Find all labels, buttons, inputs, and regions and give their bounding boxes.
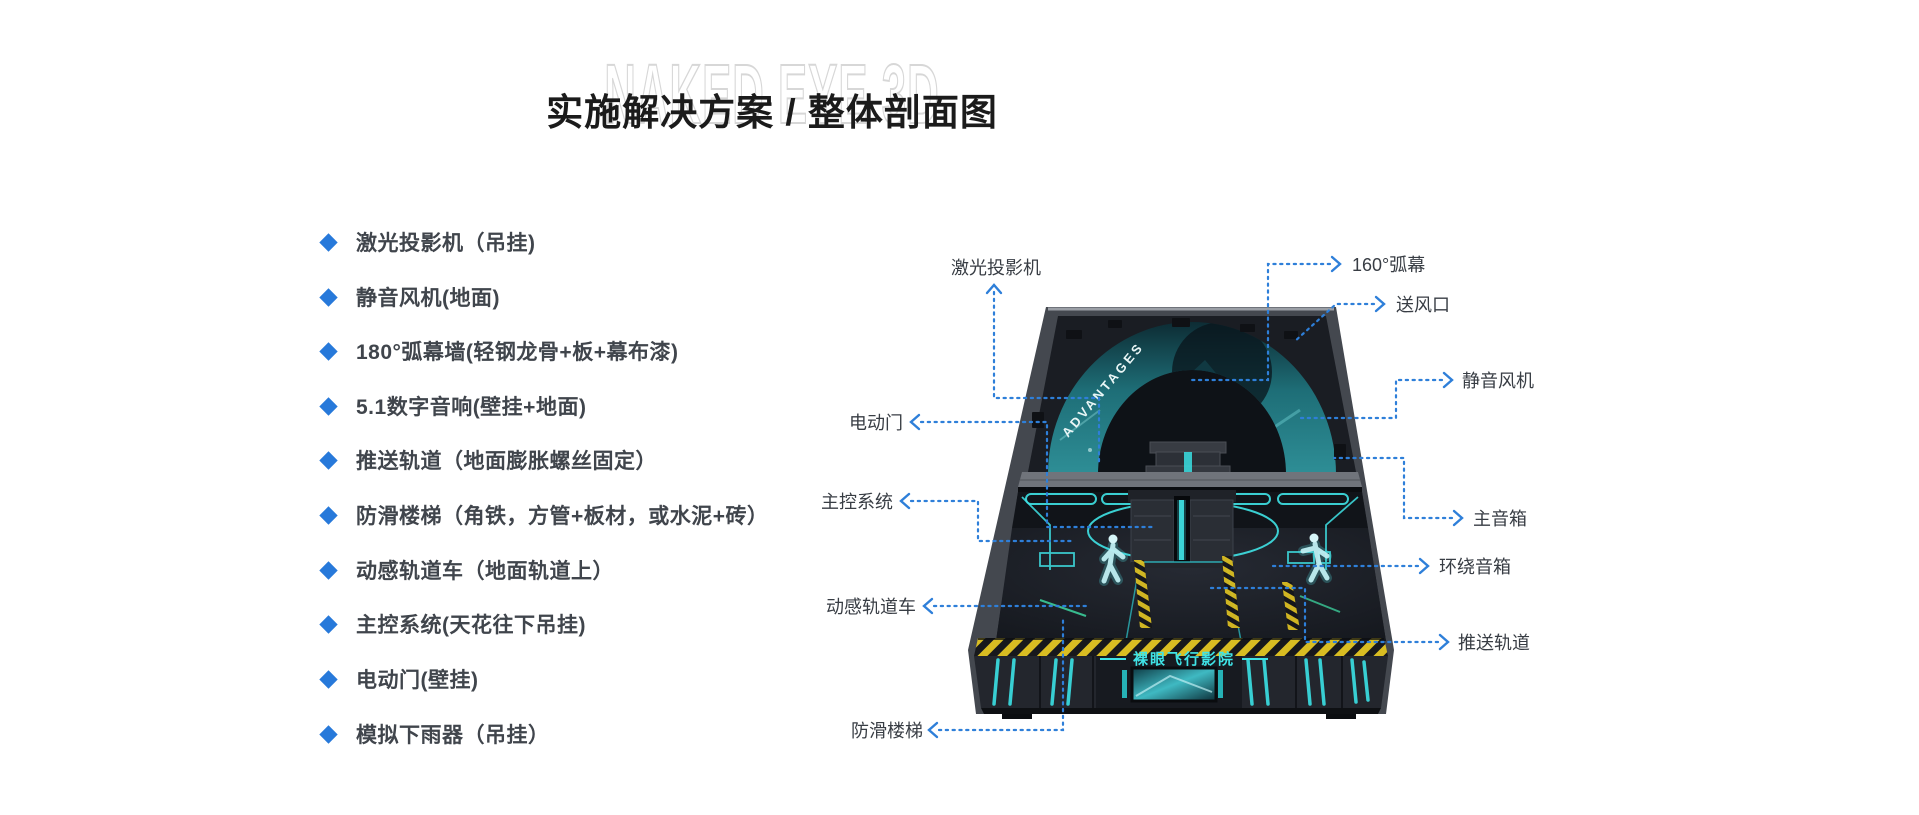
callout-laser-projector: 激光投影机 [951,258,1041,278]
feature-label: 静音风机(地面) [356,287,500,310]
facade-title-text: 裸眼飞行影院 [1133,650,1235,668]
feature-label: 模拟下雨器（吊挂） [356,724,550,747]
page-title: 实施解决方案 / 整体剖面图 [546,92,998,133]
feature-item: 5.1数字音响(壁挂+地面) [319,391,587,421]
callout-motion-track-car: 动感轨道车 [826,597,916,617]
feature-label: 防滑楼梯（角铁，方管+板材，或水泥+砖） [356,505,769,528]
diamond-bullet-icon [319,614,338,634]
callout-electric-door: 电动门 [849,413,903,433]
diamond-bullet-icon [319,669,338,689]
feature-item: 防滑楼梯（角铁，方管+板材，或水泥+砖） [319,500,769,530]
diamond-bullet-icon [319,505,338,525]
feature-label: 电动门(壁挂) [356,669,479,692]
callout-arc-screen: 160°弧幕 [1352,255,1425,275]
feature-item: 模拟下雨器（吊挂） [319,719,550,749]
callout-silent-fan: 静音风机 [1462,371,1534,391]
feature-label: 激光投影机（吊挂) [356,232,536,255]
diamond-bullet-icon [319,287,338,307]
callout-arrowheads [899,255,1464,739]
callout-labels: 激光投影机 电动门 主控系统 动感轨道车 防滑楼梯 160°弧幕 送风口 静音风… [821,255,1534,741]
feature-label: 180°弧幕墙(轻钢龙骨+板+幕布漆) [356,341,679,364]
beam [1018,472,1362,492]
feature-item: 动感轨道车（地面轨道上） [319,555,614,585]
feature-label: 主控系统(天花往下吊挂) [356,614,586,637]
diamond-bullet-icon [319,396,338,416]
diamond-bullet-icon [319,232,338,252]
callout-anti-slip-stairs: 防滑楼梯 [851,721,923,741]
facade: 裸眼飞行影院 [974,638,1388,719]
feature-label: 推送轨道（地面膨胀螺丝固定） [356,450,657,473]
feature-label: 动感轨道车（地面轨道上） [356,560,614,583]
hazard-band [974,638,1388,656]
feature-item: 主控系统(天花往下吊挂) [319,609,586,639]
diamond-bullet-icon [319,560,338,580]
callout-push-track: 推送轨道 [1458,633,1530,653]
electric-door-gate [1128,490,1236,568]
callout-air-vent: 送风口 [1396,295,1450,315]
facade-neon-strips [992,658,1370,706]
diamond-bullet-icon [319,341,338,361]
feature-item: 推送轨道（地面膨胀螺丝固定） [319,445,657,475]
callout-main-speaker: 主音箱 [1473,509,1527,529]
callout-main-control: 主控系统 [821,492,893,512]
callout-leaders [909,262,1454,732]
floor-hazard-strips [1134,556,1300,630]
feature-item: 激光投影机（吊挂) [319,227,536,257]
watermark-text: NAKED EYE 3D [604,46,940,142]
feature-item: 电动门(壁挂) [319,664,479,694]
facade-screen [1130,666,1218,703]
astronaut-left [1099,534,1128,586]
feature-item: 静音风机(地面) [319,282,500,312]
diamond-bullet-icon [319,450,338,470]
diamond-bullet-icon [319,724,338,744]
ceiling-speaker-icons [1032,318,1346,460]
feature-item: 180°弧幕墙(轻钢龙骨+板+幕布漆) [319,336,679,366]
callout-surround-speaker: 环绕音箱 [1439,557,1511,577]
feature-label: 5.1数字音响(壁挂+地面) [356,396,587,419]
